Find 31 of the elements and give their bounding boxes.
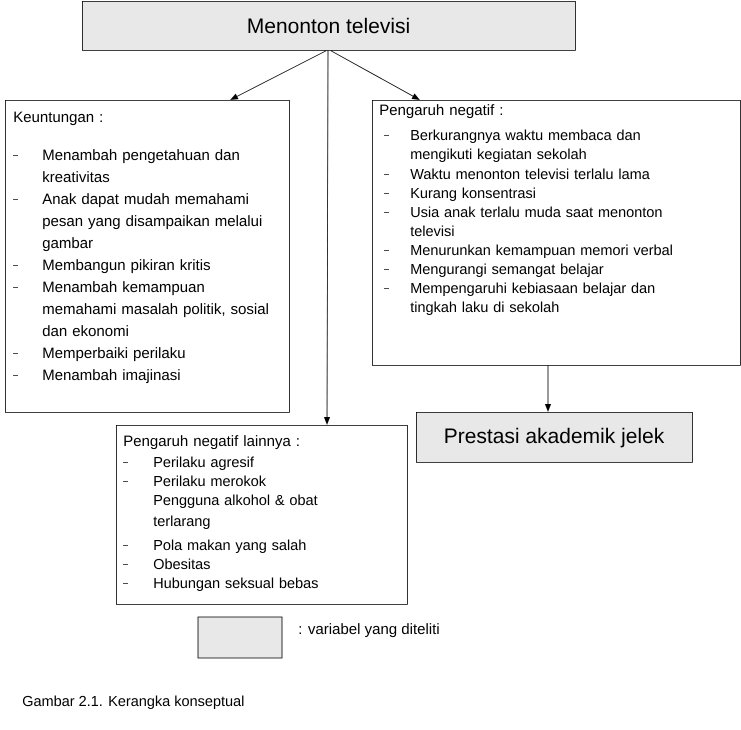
box-title: Prestasi akademik jelek [445,428,664,448]
box-heading: Pengaruh negatif : [380,104,502,118]
list-item: Pola makan yang salah [122,539,306,553]
list-item: Menurunkan kemampuan memori verbal [384,244,672,258]
list-item: Menambah pengetahuan dan kreativitas [12,149,239,182]
list-item: Pengguna alkohol & obat terlarang [153,494,318,529]
list-item: Mengurangi semangat belajar [384,264,604,277]
list-item: Usia anak terlalu muda saat menonton televisi [384,206,662,236]
list-item: Waktu menonton televisi terlalu lama [384,168,650,180]
list-item: Menambah kemampuan memahami masalah politik, sosial dan ekonomi [12,281,268,336]
list-item: Menambah imajinasi [12,369,180,384]
list-item: Obesitas [122,558,210,570]
list-item: Anak dapat mudah memahami pesan yang disampaikan melalui gambar [12,193,262,252]
list-item: Mempengaruhi kebiasaan belajar dan tingkah laku di sekolah [384,282,654,315]
text-box [372,100,741,366]
caption: Gambar 2.1. Kerangka konseptual [22,695,244,709]
box-title: Menonton televisi [248,18,409,34]
legend-text: : variabel yang diteliti [300,623,439,638]
text-box [5,100,290,413]
variable-box [416,412,693,463]
list-item: Hubungan seksual bebas [122,577,318,591]
list-item: Berkurangnya waktu membaca dan mengikuti kegiatan sekolah [384,130,640,162]
list-item: Kurang konsentrasi [384,188,535,201]
box-heading: Keuntungan : [14,112,102,126]
text-box [116,425,408,605]
box-heading: Pengaruh negatif lainnya : [124,435,299,450]
list-item: Memperbaiki perilaku [12,347,185,362]
variable-box [82,1,576,51]
list-item: Membangun pikiran kritis [12,259,210,274]
list-item: Perilaku agresif [122,456,254,470]
list-item: Perilaku merokok [122,475,266,486]
